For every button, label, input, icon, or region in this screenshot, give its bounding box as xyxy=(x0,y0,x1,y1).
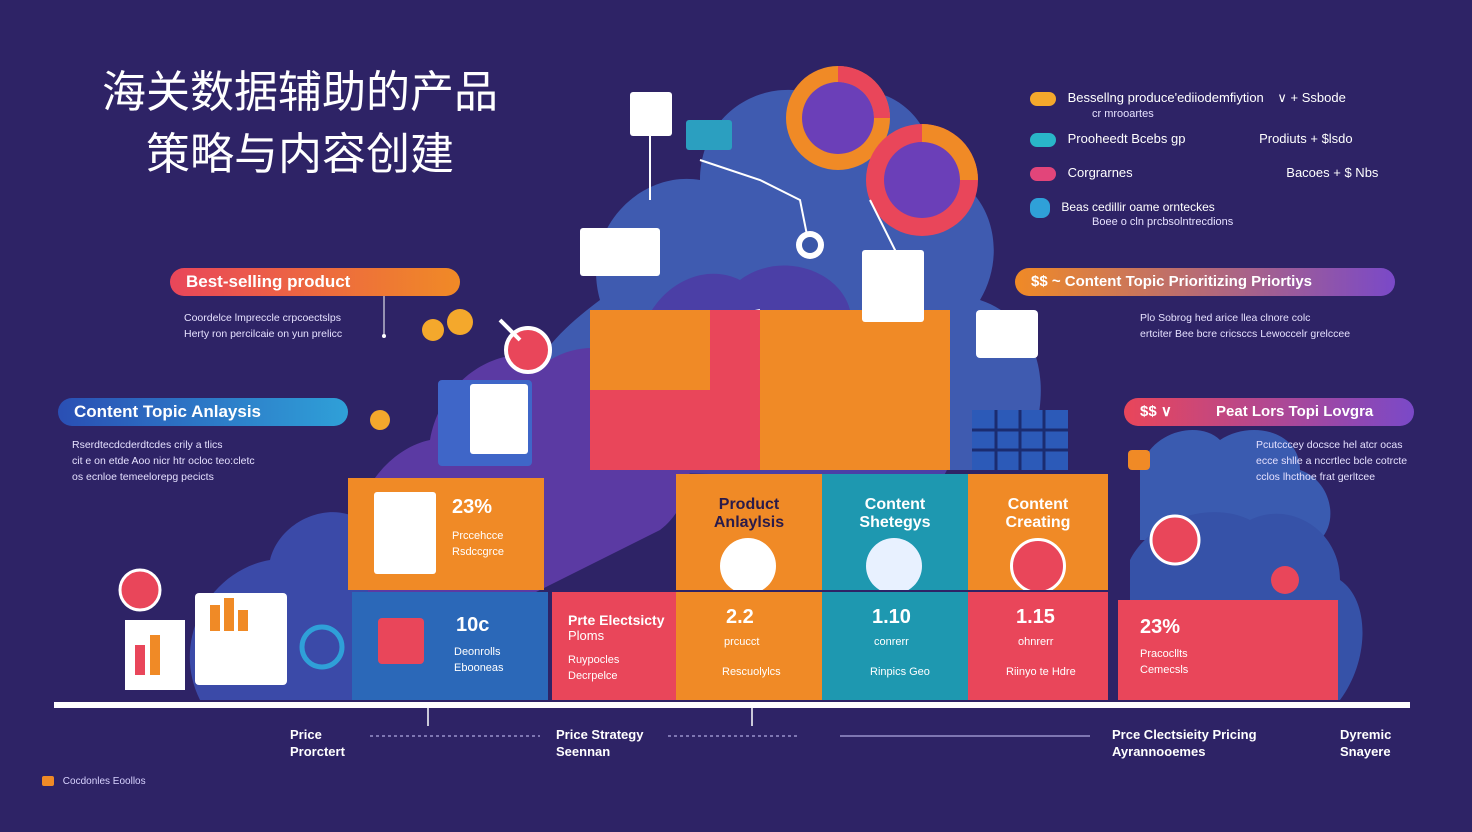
content-topic-desc-1: Rserdtecdcderdtcdes crily a tlics xyxy=(72,439,223,451)
step-block-content-strategy: Content Shetegys xyxy=(822,474,968,590)
legend-item-4: Beas cedillir oame ornteckes xyxy=(1030,198,1215,218)
gift-icon xyxy=(378,618,424,664)
content-strategy-sub: conrerr xyxy=(874,636,909,648)
step-1-text-2: Rsdccgrce xyxy=(452,546,504,558)
creation-icon xyxy=(1010,538,1066,590)
content-topic-analysis-pill: Content Topic Anlaysis xyxy=(58,398,348,426)
legend-swatch-blue-icon xyxy=(1030,198,1050,218)
content-strategy-title: Content Shetegys xyxy=(859,496,931,531)
lower-cell-content-creating: 1.15 ohnrerr Riinyo te Hdre xyxy=(968,592,1108,700)
best-selling-desc-1: Coordelce lmpreccle crpcoectslps xyxy=(184,312,341,324)
page-title: 海关数据辅助的产品 策略与内容创建 xyxy=(70,62,530,186)
product-analysis-value: 2.2 xyxy=(726,606,754,628)
legend-item-2: Prooheedt Bcebs gp Prodiuts + $lsdo xyxy=(1030,131,1353,147)
legend-item-1: Bessellng produce'ediiodemfiytion ∨ + Ss… xyxy=(1030,90,1346,106)
right-lower-desc-1: Pcutcccey docsce hel atcr ocas xyxy=(1256,439,1403,451)
lower-cell-product-analysis: 2.2 prcucct Rescuolylcs xyxy=(676,592,822,700)
legend-swatch-pink-icon xyxy=(1030,166,1056,181)
lower-cell-1-text-2: Ebooneas xyxy=(454,662,504,674)
content-creating-value: 1.15 xyxy=(1016,606,1055,628)
step-block-1: 23% Prccehcce Rsdccgrce xyxy=(348,478,544,590)
legend-item-4-sub: Boee o cln prcbsolntrecdions xyxy=(1092,216,1234,228)
priority-desc-2: ertciter Bee bcre cricsccs Lewoccelr gre… xyxy=(1140,328,1351,340)
axis-baseline xyxy=(54,702,1410,708)
bar-chart-icon xyxy=(720,538,776,590)
product-analysis-foot: Rescuolylcs xyxy=(722,666,781,678)
right-lower-desc-2: ecce shlle a nccrtlec bcle cotrcte xyxy=(1256,455,1408,467)
legend-swatch-orange-icon xyxy=(1030,91,1056,106)
content-topic-desc-3: os ecnloe temeelorepg pecicts xyxy=(72,471,214,483)
step-1-card xyxy=(374,492,436,574)
legend-item-1-sub: cr mrooartes xyxy=(1092,108,1154,120)
lower-cell-price-elasticity: Prte Electsicty Ploms Ruypocles Decrpelc… xyxy=(552,592,676,700)
step-block-product-analysis: Product Anlaylsis xyxy=(676,474,822,590)
legend-item-3: Corgrarnes Bacoes + $ Nbs xyxy=(1030,165,1378,181)
right-lower-desc-3: cclos lhcthoe frat gerltcee xyxy=(1256,471,1376,483)
lower-cell-1-value: 10c xyxy=(456,614,490,636)
lower-cell-content-strategy: 1.10 conrerr Rinpics Geo xyxy=(822,592,968,700)
right-cell-text-2: Cemecsls xyxy=(1140,664,1189,676)
footer-note: Cocdonles Eoollos xyxy=(42,776,146,787)
right-cell-value: 23% xyxy=(1140,616,1181,638)
best-selling-desc-2: Herty ron percilcaie on yun prelicc xyxy=(184,328,343,340)
price-elasticity-title-1: Prte Electsicty xyxy=(568,612,665,628)
priority-desc-1: Plo Sobrog hed arice llea clnore colc xyxy=(1140,312,1311,324)
content-creating-title: Content Creating xyxy=(1005,496,1071,531)
title-line-1: 海关数据辅助的产品 xyxy=(102,67,498,118)
lower-cell-1-text-1: Deonrolls xyxy=(454,646,501,658)
price-elasticity-title-2: Ploms xyxy=(568,628,605,643)
step-1-text-1: Prccehcce xyxy=(452,530,504,542)
lower-cell-right: 23% Pracocllts Cemecsls xyxy=(1118,600,1338,700)
strategy-icon xyxy=(866,538,922,590)
step-block-content-creating: Content Creating xyxy=(968,474,1108,590)
content-creating-foot: Riinyo te Hdre xyxy=(1006,666,1076,678)
step-1-value: 23% xyxy=(452,496,493,518)
footer-bullet-icon xyxy=(42,776,54,787)
right-lower-pill: $$ ∨ Peat Lors Topi Lovgra xyxy=(1124,398,1414,426)
best-selling-product-pill: Best-selling product xyxy=(170,268,460,296)
lower-cell-1: 10c Deonrolls Ebooneas xyxy=(352,592,548,700)
content-topic-desc-2: cit e on etde Aoo nicr htr ocloc teo:cle… xyxy=(72,455,255,467)
product-analysis-title: Product Anlaylsis xyxy=(713,496,785,531)
content-strategy-value: 1.10 xyxy=(872,606,911,628)
product-analysis-sub: prcucct xyxy=(724,636,760,648)
title-line-2: 策略与内容创建 xyxy=(146,129,454,180)
right-cell-text-1: Pracocllts xyxy=(1140,648,1188,660)
price-elasticity-text-1: Ruypocles xyxy=(568,654,620,666)
content-strategy-foot: Rinpics Geo xyxy=(870,666,930,678)
content-creating-sub: ohnrerr xyxy=(1018,636,1054,648)
legend-swatch-teal-icon xyxy=(1030,132,1056,147)
content-topic-priority-pill: $$ ~ Content Topic Prioritizing Priortiy… xyxy=(1015,268,1395,296)
price-elasticity-text-2: Decrpelce xyxy=(568,670,618,682)
